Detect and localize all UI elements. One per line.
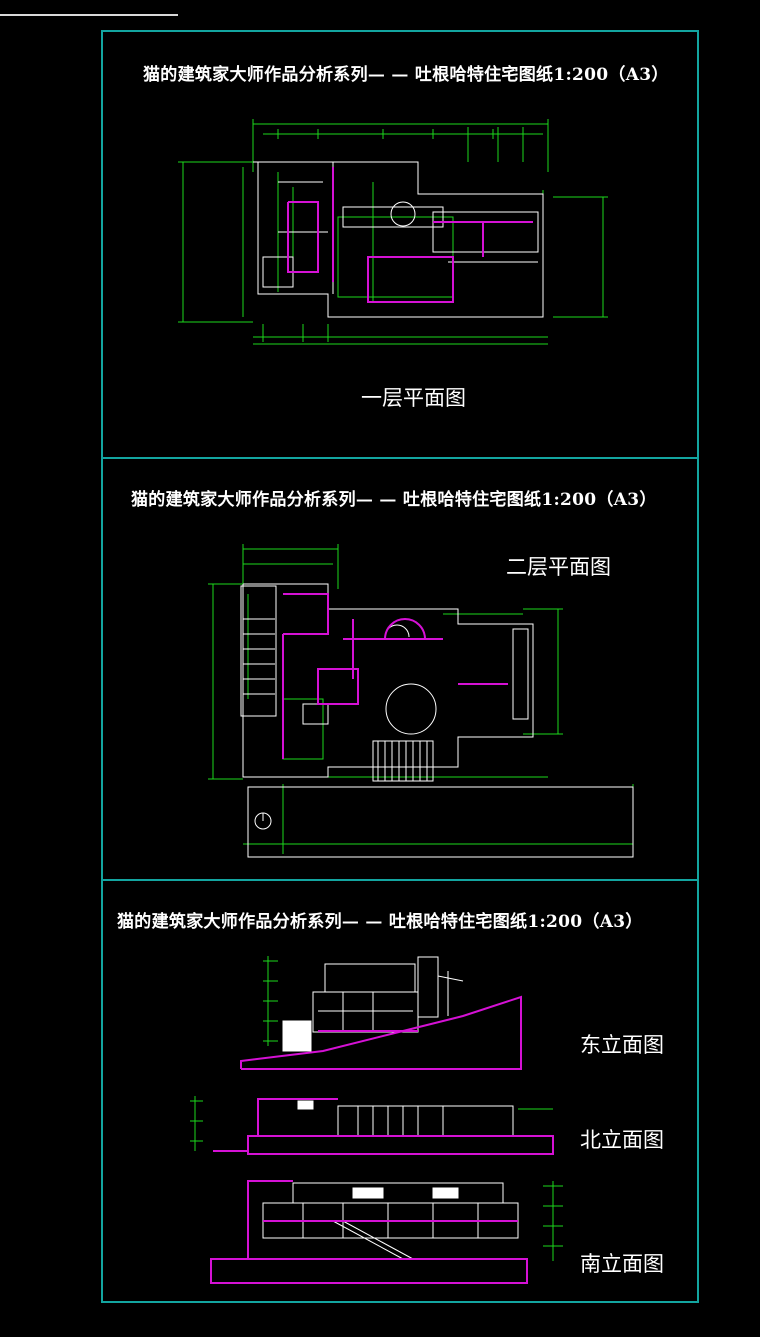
elevation-label-east: 东立面图: [580, 1033, 664, 1057]
ground-floor-plan-drawing: [178, 119, 608, 345]
panel-title: 猫的建筑家大师作品分析系列— — 吐根哈特住宅图纸1:200（A3）: [143, 65, 669, 85]
east-elevation: [240, 956, 522, 1070]
panel-title: 猫的建筑家大师作品分析系列— — 吐根哈特住宅图纸1:200（A3）: [131, 490, 657, 510]
wall-lines: [253, 161, 544, 318]
upper-floor-plan-drawing: [208, 544, 634, 858]
north-elevation: [190, 1096, 554, 1155]
elevation-label-north: 北立面图: [580, 1128, 664, 1152]
panel-ground-floor-plan: 猫的建筑家大师作品分析系列— — 吐根哈特住宅图纸1:200（A3）: [101, 30, 699, 458]
plan-label: 一层平面图: [361, 386, 466, 410]
plan-label: 二层平面图: [506, 555, 611, 579]
highlight-lines: [287, 167, 533, 303]
panel-elevations: 猫的建筑家大师作品分析系列— — 吐根哈特住宅图纸1:200（A3） 东立面图 …: [101, 879, 699, 1303]
dimension-lines: [208, 544, 634, 854]
highlight-lines: [282, 593, 508, 759]
dimension-lines: [178, 119, 608, 345]
panel-title: 猫的建筑家大师作品分析系列— — 吐根哈特住宅图纸1:200（A3）: [117, 912, 643, 932]
wall-lines: [240, 583, 634, 858]
elevation-drawings: [190, 956, 563, 1284]
panel-upper-floor-plan: 猫的建筑家大师作品分析系列— — 吐根哈特住宅图纸1:200（A3） 二层平面图: [101, 457, 699, 880]
elevation-label-south: 南立面图: [580, 1252, 664, 1276]
south-elevation: [210, 1180, 563, 1284]
top-rule-line: [0, 14, 178, 16]
